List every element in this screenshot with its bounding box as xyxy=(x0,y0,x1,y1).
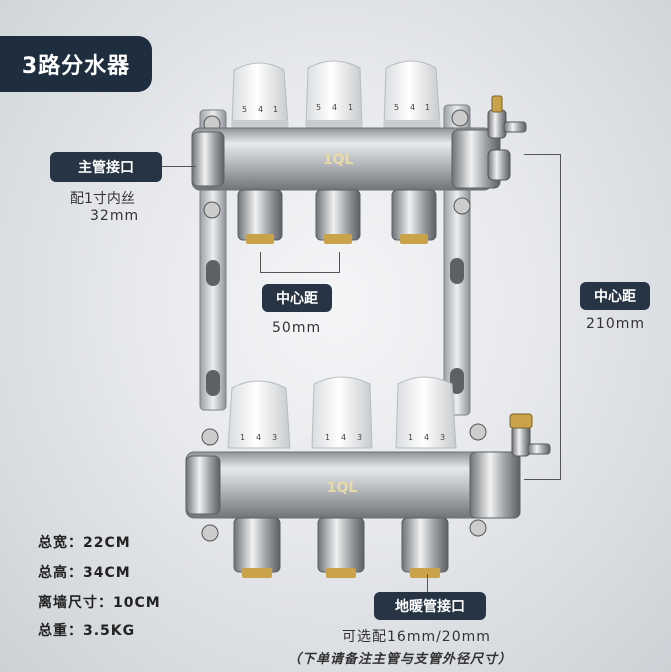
bottom-brand-mark: 1QL xyxy=(327,480,358,496)
dial-digit: 3 xyxy=(357,433,362,442)
dial-digit: 4 xyxy=(410,103,415,112)
dial-digit: 5 xyxy=(394,103,399,112)
center-distance-tag: 中心距 xyxy=(262,284,332,312)
dial-digit: 1 xyxy=(408,433,413,442)
dial-digit: 5 xyxy=(316,103,321,112)
main-port-size-note: 32mm xyxy=(90,208,140,224)
top-knobs xyxy=(231,60,441,130)
top-knob-dial-digits: 5 4 1 5 4 1 5 4 1 xyxy=(242,103,430,114)
dial-digit: 1 xyxy=(240,433,245,442)
dial-digit: 1 xyxy=(273,105,278,114)
floor-port-leader-line xyxy=(427,574,428,594)
dial-digit: 4 xyxy=(341,433,346,442)
bottom-outlets xyxy=(233,517,449,578)
main-port-tag: 主管接口 xyxy=(50,152,162,182)
dial-digit: 4 xyxy=(256,433,261,442)
dial-digit: 1 xyxy=(348,103,353,112)
order-remark: （下单请备注主管与支管外径尺寸） xyxy=(288,652,513,667)
spec-height: 总高：34CM xyxy=(38,565,131,581)
floor-port-option: 可选配16mm/20mm xyxy=(342,629,491,645)
bottom-knobs xyxy=(227,376,457,449)
dial-digit: 3 xyxy=(272,433,277,442)
top-brand-mark: 1QL xyxy=(323,152,354,168)
dial-digit: 1 xyxy=(325,433,330,442)
height-distance-tag: 中心距 xyxy=(580,282,650,310)
floor-port-tag: 地暖管接口 xyxy=(374,592,486,620)
dial-digit: 4 xyxy=(258,105,263,114)
dial-digit: 4 xyxy=(424,433,429,442)
dial-digit: 5 xyxy=(242,105,247,114)
spec-weight: 总重：3.5KG xyxy=(38,623,136,639)
main-port-thread-note: 配1寸内丝 xyxy=(70,191,135,207)
bottom-knob-dial-digits: 1 4 3 1 4 3 1 4 3 xyxy=(240,433,445,442)
spec-wall-distance: 离墙尺寸：10CM xyxy=(38,595,161,611)
height-distance-bracket xyxy=(524,154,561,480)
dial-digit: 4 xyxy=(332,103,337,112)
top-outlets xyxy=(237,189,437,244)
center-distance-bracket xyxy=(260,252,340,273)
height-distance-value: 210mm xyxy=(586,316,645,332)
dial-digit: 1 xyxy=(425,103,430,112)
center-distance-value: 50mm xyxy=(272,320,322,336)
main-port-leader-line xyxy=(162,166,196,167)
page-title: 3路分水器 xyxy=(0,36,152,92)
dial-digit: 3 xyxy=(440,433,445,442)
spec-width: 总宽：22CM xyxy=(38,535,131,551)
